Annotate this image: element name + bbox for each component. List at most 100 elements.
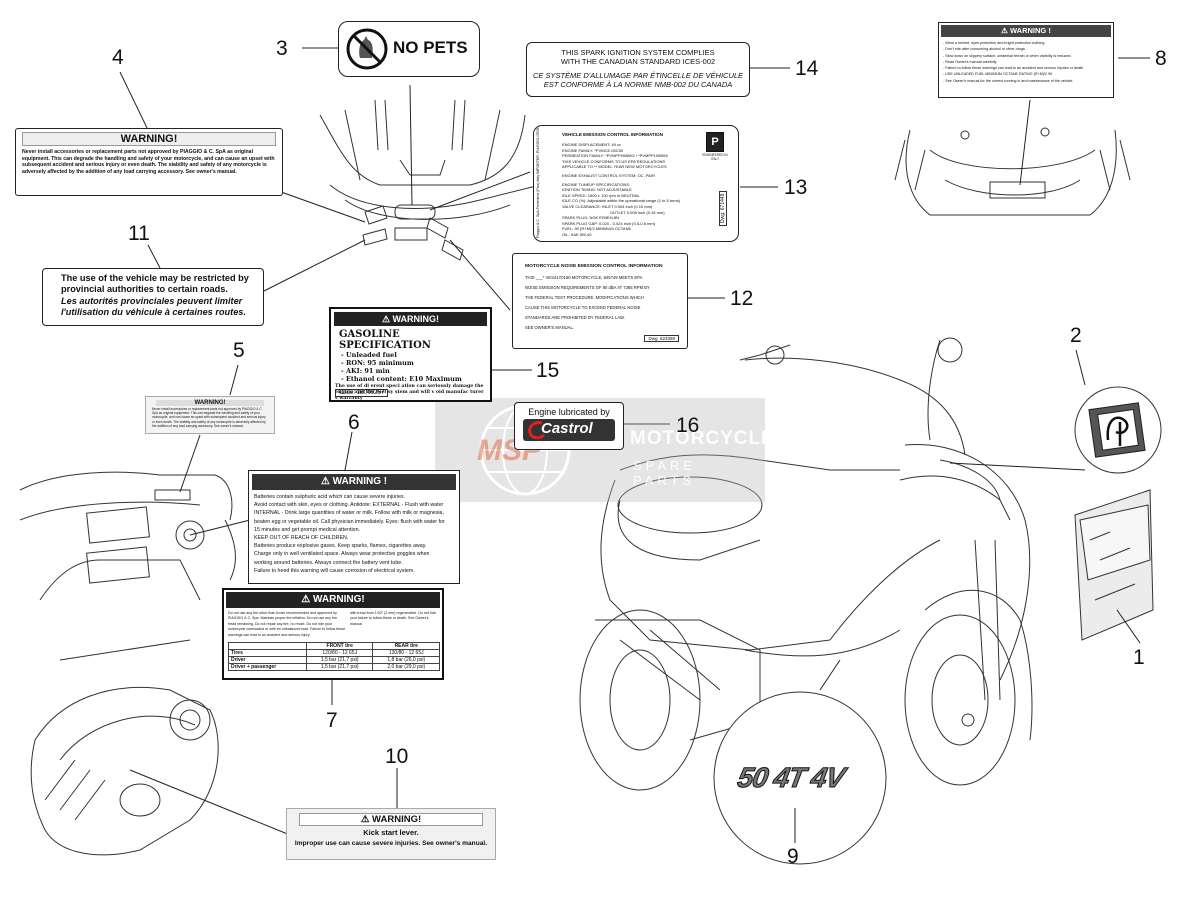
tire-warning-left: Do not use any tire other than those rec… — [228, 611, 346, 637]
table-cell: 1,8 bar (26,0 psi) — [372, 656, 440, 664]
callout-13: 13 — [784, 176, 808, 199]
warning-triangle-icon: ⚠ — [360, 814, 370, 825]
accessory-warning-decal: WARNING! Never install accessories or re… — [15, 128, 283, 196]
table-cell: 2,0 bar (29,0 psi) — [372, 663, 440, 671]
piaggio-badge-drawing — [1074, 386, 1162, 474]
table-row: Driver 1,5 bar (21,7 psi) 1,8 bar (26,0 … — [228, 656, 440, 664]
noise-line: THIS ___* VES41Y0150 MOTORCYCLE, 845749 … — [525, 275, 643, 280]
callout-9: 9 — [787, 845, 799, 868]
callout-5: 5 — [233, 339, 245, 362]
road-restriction-en: The use of the vehicle may be restricted… — [61, 273, 249, 294]
canada-en-line2: WITH THE CANADIAN STANDARD ICES-002 — [560, 57, 716, 66]
warning-triangle-icon: ⚠ — [320, 476, 330, 487]
castrol-brand-text: Castrol — [541, 420, 593, 437]
tire-warning-right: with tread from 1/32" (2 mm) regenerativ… — [350, 611, 436, 626]
accessory-warning-title: WARNING! — [22, 132, 276, 146]
tire-pressure-warning-decal: ⚠ WARNING! Do not use any tire other tha… — [222, 588, 444, 680]
emission-line: PERMEATION FAMILY: *PVMPP0088H2 / *PVMPP… — [562, 153, 668, 159]
battery-warning-bar: ⚠ WARNING ! — [252, 474, 456, 490]
gasoline-title: GASOLINE SPECIFICATION — [339, 329, 431, 351]
canada-fr-line2: EST CONFORME À LA NORME NMB-002 DU CANAD… — [543, 80, 733, 89]
warning-triangle-icon: ⚠ — [1001, 26, 1008, 35]
emission-line: IDLE SPEED: 1600 ± 100 rpm in NEUTRAL — [562, 192, 640, 198]
noise-emission-decal: MOTORCYCLE NOISE EMISSION CONTROL INFORM… — [512, 253, 688, 349]
battery-warning-line: working around batteries. Always connect… — [254, 559, 403, 566]
tire-warning-title: WARNING! — [313, 594, 365, 605]
warning-triangle-icon: ⚠ — [381, 314, 391, 324]
battery-warning-line: INTERNAL - Drink large quantities of wat… — [254, 510, 444, 517]
emission-line: THIS VEHICLE CONFORMS TO US EPA REGULATI… — [562, 158, 666, 164]
castrol-top-text: Engine lubricated by — [528, 407, 610, 417]
emission-line: SPARK PLUG GAP: 0.020 - 0.024 inch (0.5-… — [562, 220, 656, 226]
canadian-standard-decal: THIS SPARK IGNITION SYSTEM COMPLIES WITH… — [526, 42, 750, 97]
callout-15: 15 — [536, 359, 560, 382]
emission-engineered: ENGINEERED IN ITALY — [702, 153, 728, 161]
canada-fr-line1: CE SYSTÈME D'ALLUMAGE PAR ÉTINCELLE DE V… — [532, 71, 744, 80]
emission-line: FUEL: 90 (R+M)/2 MINIMUM OCTANE — [562, 226, 632, 232]
gasoline-warning-bar: ⚠ WARNING! — [334, 312, 487, 326]
callout-11: 11 — [128, 222, 150, 245]
noise-line: THE FEDERAL TEST PROCEDURE. MODIFICATION… — [525, 295, 644, 300]
gasoline-spec-decal: ⚠ WARNING! GASOLINE SPECIFICATION - Unle… — [329, 307, 492, 402]
castrol-decal: Engine lubricated by Castrol — [514, 402, 624, 450]
emission-line: IDLE CO (%): Adjustable within the opera… — [562, 198, 681, 204]
gasoline-item: - AKI: 91 min — [341, 367, 390, 375]
rider-warning-bar: ⚠ WARNING ! — [941, 25, 1111, 37]
table-header-cell: FRONT tire — [305, 642, 374, 650]
callout-14: 14 — [795, 57, 819, 80]
battery-warning-lines: Batteries contain sulphuric acid which c… — [249, 493, 459, 575]
road-restriction-fr: Les autorités provinciales peuvent limit… — [61, 296, 246, 317]
callout-1: 1 — [1133, 646, 1145, 669]
model-badge-drawing — [713, 691, 887, 865]
emission-line: OUTLET 0.006 inch (0.15 mm) — [610, 209, 665, 215]
noise-lines: THIS ___* VES41Y0150 MOTORCYCLE, 845749 … — [525, 273, 687, 333]
emission-line: VALVE CLEARANCE: INLET 0.004 inch (0.10 … — [562, 203, 653, 209]
gasoline-item: - RON: 95 minimum — [341, 359, 414, 367]
table-header-row: FRONT tire REAR tire — [228, 642, 440, 650]
no-pets-icon — [346, 28, 388, 70]
table-cell: Driver — [228, 656, 307, 664]
rider-warning-decal: ⚠ WARNING ! - Wear a helmet, eyes protec… — [938, 22, 1114, 98]
callout-12: 12 — [730, 287, 754, 310]
callout-2: 2 — [1070, 324, 1082, 347]
callout-8: 8 — [1155, 47, 1167, 70]
noise-line: CAUSE THIS MOTORCYCLE TO EXCEED FEDERAL … — [525, 305, 641, 310]
warning-triangle-icon: ⚠ — [301, 594, 311, 605]
table-cell: 120/80 - 12 65J — [305, 649, 374, 657]
rear-body-drawing — [319, 99, 541, 261]
table-cell: Tires — [228, 649, 307, 657]
noise-dwg: Dwg. 623388 — [644, 335, 679, 342]
emission-line: ENGINE DISPLACEMENT: 49 cc — [562, 142, 621, 147]
gasoline-code: Code: 1B009257 — [335, 389, 389, 397]
watermark-subtitle: SPARE PARTS — [633, 458, 697, 488]
kick-start-warning-decal: ⚠ WARNING! Kick start lever. Improper us… — [286, 808, 496, 860]
small-warning-body: Never install accessories or replacement… — [152, 407, 266, 428]
callout-10: 10 — [385, 745, 409, 768]
model-badge-text: 50 4T 4V — [735, 762, 847, 794]
transmission-cover-drawing — [30, 686, 219, 856]
battery-warning-line: KEEP OUT OF REACH OF CHILDREN. — [254, 535, 349, 542]
table-cell: 130/80 - 12 65J — [372, 649, 440, 657]
rider-warning-line: - See Owner's manual for the correct run… — [943, 78, 1074, 83]
callout-6: 6 — [348, 411, 360, 434]
table-cell: Driver + passenger — [228, 663, 307, 671]
table-header-cell: REAR tire — [372, 642, 440, 650]
battery-warning-line: Failure to heed this warning will cause … — [254, 567, 415, 574]
emission-control-decal: Piaggio & C. SpA Pontedera (Pisa) Italy … — [533, 125, 739, 242]
callout-16: 16 — [676, 414, 700, 437]
noise-line: SEE OWNER'S MANUAL. — [525, 325, 574, 330]
battery-warning-line: Avoid contact with skin, eyes or clothin… — [254, 502, 444, 509]
battery-warning-line: Batteries produce explosive gases. Keep … — [254, 543, 427, 550]
emission-lines: ENGINE DISPLACEMENT: 49 cc ENGINE FAMILY… — [562, 142, 700, 238]
decal-pouch-drawing — [1074, 489, 1154, 641]
accessory-warning-body: Never install accessories or replacement… — [22, 149, 275, 175]
small-warning-title: WARNING! — [156, 400, 264, 406]
table-cell: 1,5 bar (21,7 psi) — [305, 663, 374, 671]
emission-line: ENGINE TUNEUP SPECIFICATIONS: — [562, 181, 631, 187]
emission-line: APPLICABLE TO ** MODEL YEAR NEW MOTORCYC… — [562, 164, 667, 170]
seat-compartment-drawing — [894, 127, 1131, 216]
scooter-drawing — [579, 337, 1033, 791]
battery-warning-decal: ⚠ WARNING ! Batteries contain sulphuric … — [248, 470, 460, 584]
